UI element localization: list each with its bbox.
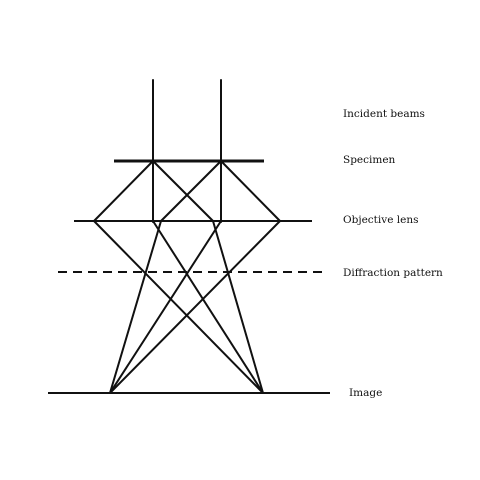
ray-right-outer-up bbox=[220, 160, 281, 222]
label-specimen: Specimen bbox=[343, 154, 396, 166]
ray-outer-left-down bbox=[93, 220, 264, 394]
label-incident-beams: Incident beams bbox=[343, 108, 425, 120]
ray-left-cross bbox=[152, 160, 214, 222]
ray-center-right-down bbox=[109, 220, 222, 394]
ray-left-outer-up bbox=[93, 160, 154, 222]
label-objective-lens: Objective lens bbox=[343, 214, 418, 226]
ray-inner-left-down bbox=[109, 220, 162, 394]
ray-right-cross bbox=[160, 160, 222, 222]
label-diffraction-pattern: Diffraction pattern bbox=[343, 267, 443, 279]
ray-inner-right-down bbox=[212, 220, 264, 394]
label-image: Image bbox=[349, 387, 382, 399]
ray-center-left-down bbox=[152, 220, 264, 394]
ray-outer-right-down bbox=[109, 220, 281, 394]
